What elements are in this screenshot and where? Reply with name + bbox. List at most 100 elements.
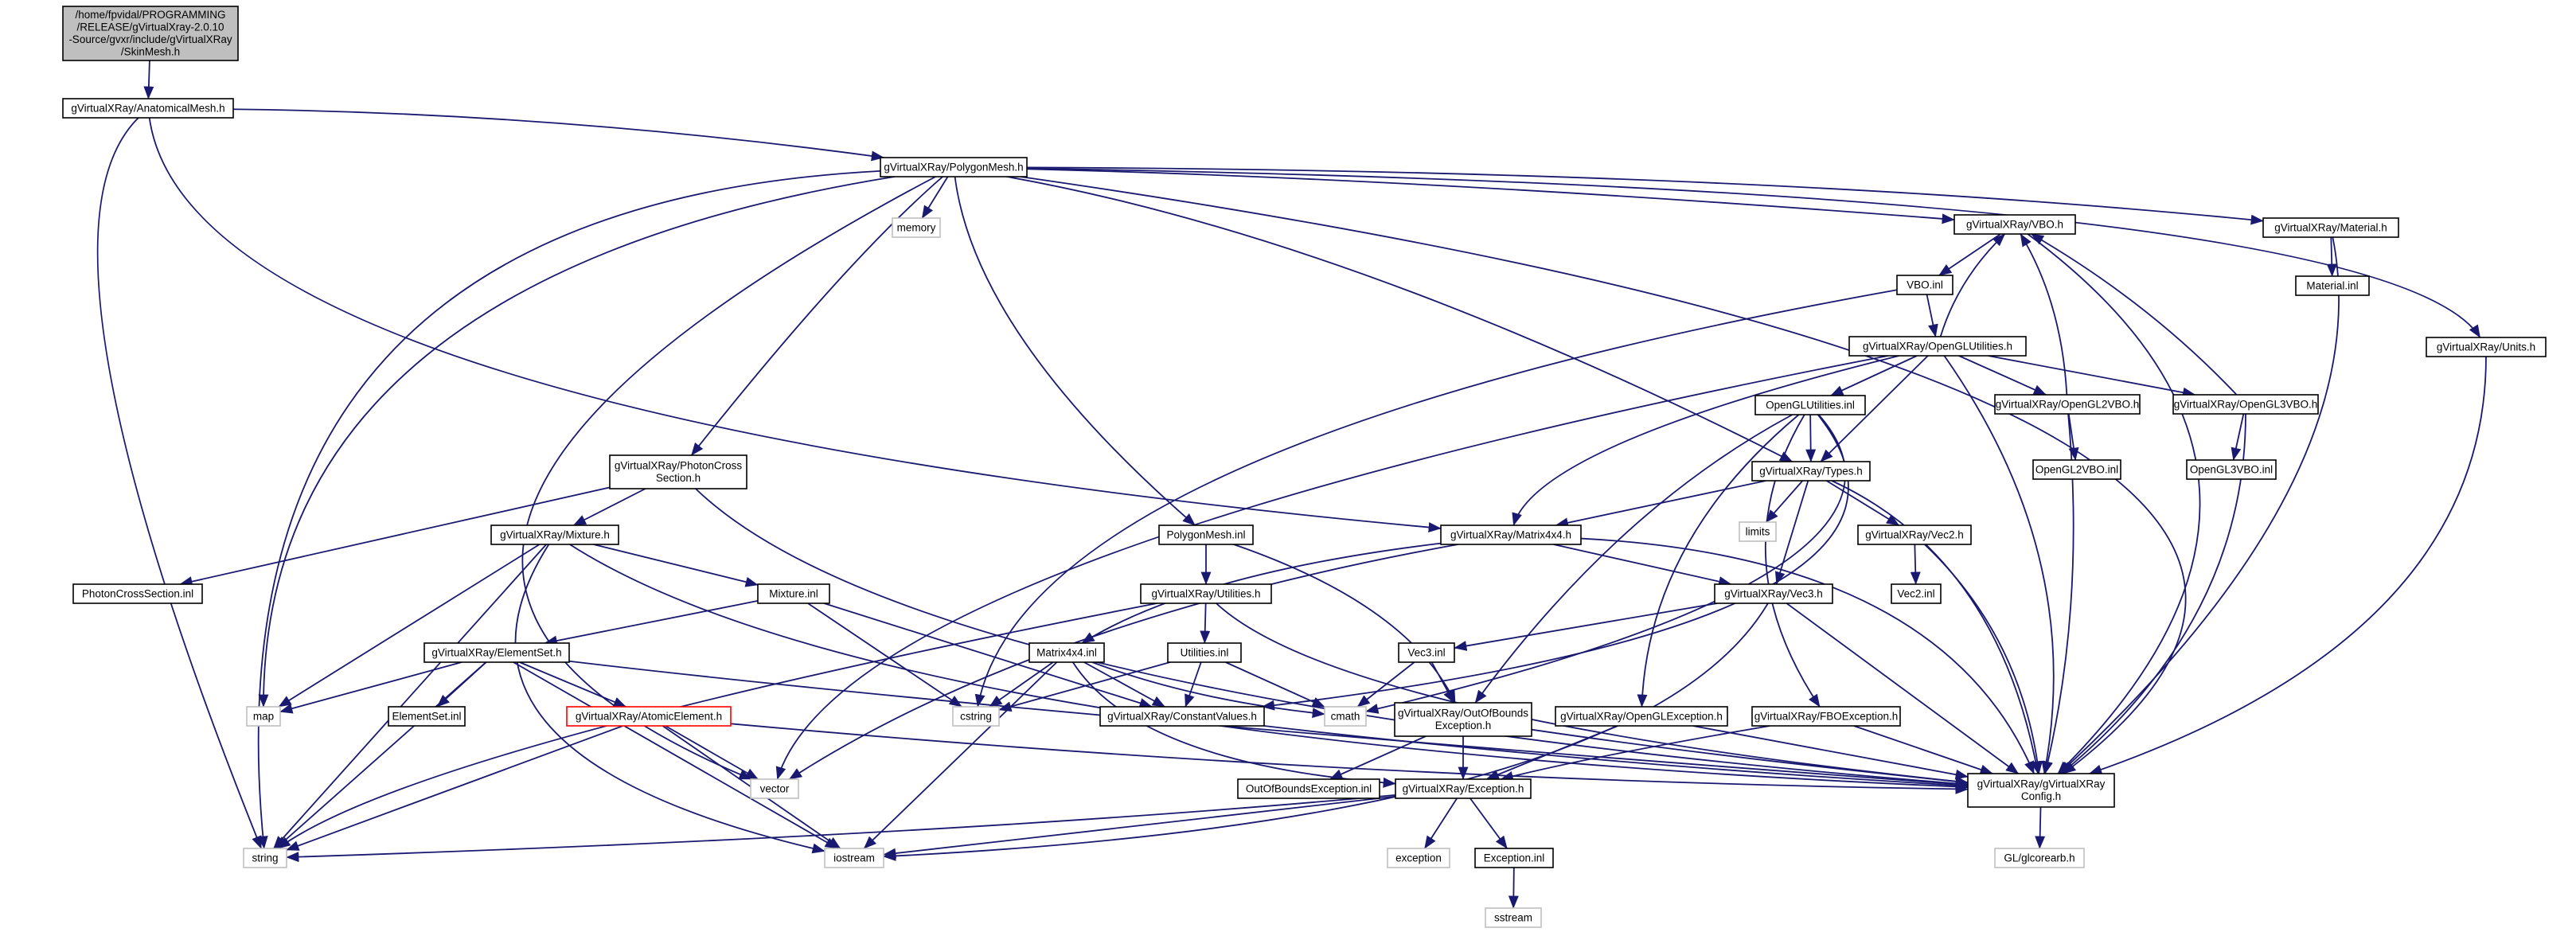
node-label: gVirtualXRay/OpenGLException.h: [1560, 710, 1723, 722]
edge-units_h-to-config_h: [2089, 356, 2487, 775]
node-photoncross_h[interactable]: gVirtualXRay/PhotonCrossSection.h: [609, 454, 747, 489]
node-label: PhotonCrossSection.inl: [82, 587, 193, 599]
node-outofbounds_inl[interactable]: OutOfBoundsException.inl: [1237, 778, 1380, 799]
node-box: [824, 848, 884, 868]
node-label: /RELEASE/gVirtualXray-2.0.10: [76, 21, 224, 33]
node-units_h[interactable]: gVirtualXRay/Units.h: [2426, 337, 2547, 357]
node-label: gVirtualXRay/Matrix4x4.h: [1450, 528, 1571, 540]
node-matrix4x4_inl[interactable]: Matrix4x4.inl: [1028, 642, 1105, 663]
edge-material_h-to-config_h: [2059, 236, 2340, 774]
node-fboexception_h[interactable]: gVirtualXRay/FBOException.h: [1751, 706, 1901, 727]
node-label: gVirtualXRay/Vec3.h: [1724, 587, 1823, 599]
node-mixture_inl[interactable]: Mixture.inl: [757, 583, 830, 604]
node-label: GL/glcorearb.h: [2004, 852, 2074, 864]
node-opengl2vbo_h[interactable]: gVirtualXRay/OpenGL2VBO.h: [1994, 394, 2141, 415]
node-label: OpenGL3VBO.inl: [2190, 463, 2273, 475]
edge-polygonmesh_h-to-polygonmesh_inl: [954, 176, 1196, 526]
node-label: gVirtualXRay/ConstantValues.h: [1107, 710, 1257, 722]
edge-polygonmesh_h-to-string: [257, 170, 881, 849]
edge-matrix4x4_inl-to-cstring: [989, 661, 1054, 708]
node-label: Material.inl: [2306, 279, 2358, 291]
node-elementset_h[interactable]: gVirtualXRay/ElementSet.h: [423, 642, 570, 663]
node-vec2_inl[interactable]: Vec2.inl: [1891, 583, 1942, 604]
node-material_inl[interactable]: Material.inl: [2295, 275, 2370, 296]
node-opengl3vbo_inl[interactable]: OpenGL3VBO.inl: [2186, 459, 2277, 480]
node-label: cstring: [960, 710, 992, 722]
node-openglexception_h[interactable]: gVirtualXRay/OpenGLException.h: [1555, 706, 1728, 727]
node-mixture_h[interactable]: gVirtualXRay/Mixture.h: [490, 524, 619, 545]
node-utilities_h[interactable]: gVirtualXRay/Utilities.h: [1140, 583, 1272, 604]
edge-openglutilities_inl-to-constantvalues_h: [1261, 414, 1849, 711]
node-atomicelement_h[interactable]: gVirtualXRay/AtomicElement.h: [566, 706, 732, 727]
node-anatomicalmesh[interactable]: gVirtualXRay/AnatomicalMesh.h: [62, 98, 234, 119]
node-box: [243, 848, 287, 868]
node-label: memory: [897, 221, 936, 233]
node-box: [388, 706, 466, 727]
node-box: [1440, 524, 1582, 545]
node-exception_inl[interactable]: Exception.inl: [1474, 848, 1554, 868]
node-label: sstream: [1494, 911, 1532, 923]
node-label: gVirtualXRay/OpenGL2VBO.h: [1996, 398, 2140, 410]
edge-matrix4x4_h-to-vector: [788, 544, 1458, 780]
node-types_h[interactable]: gVirtualXRay/Types.h: [1751, 461, 1871, 482]
node-opengl3vbo_h[interactable]: gVirtualXRay/OpenGL3VBO.h: [2172, 394, 2319, 415]
node-matrix4x4_h[interactable]: gVirtualXRay/Matrix4x4.h: [1440, 524, 1582, 545]
node-string: string: [243, 848, 287, 868]
edge-mixture_h-to-config_h: [569, 544, 1969, 792]
node-label: /home/fpvidal/PROGRAMMING: [75, 9, 225, 21]
node-openglutilities_inl[interactable]: OpenGLUtilities.inl: [1754, 395, 1866, 415]
node-box: [1237, 778, 1380, 799]
node-vec3_inl[interactable]: Vec3.inl: [1398, 642, 1455, 663]
node-vbo_inl[interactable]: VBO.inl: [1896, 275, 1953, 295]
node-label: gVirtualXRay/OpenGLUtilities.h: [1863, 340, 2012, 352]
node-skinmesh[interactable]: /home/fpvidal/PROGRAMMING/RELEASE/gVirtu…: [62, 6, 239, 61]
node-box: [1896, 275, 1953, 295]
node-label: map: [253, 710, 274, 722]
edge-matrix4x4_inl-to-exception_h: [1071, 661, 1396, 788]
edge-mixture_h-to-iostream: [514, 544, 825, 854]
edge-openglutilities_h-to-config_h: [1943, 355, 2055, 774]
edge-utilities_inl-to-cmath: [1225, 661, 1325, 708]
edge-mixture_h-to-map: [278, 544, 541, 708]
node-label: -Source/gvxr/include/gVirtualXRay: [68, 33, 232, 45]
node-label: gVirtualXRay/FBOException.h: [1754, 710, 1899, 722]
edge-openglutilities_inl-to-fboexception_h: [1764, 414, 1821, 708]
node-vec3_h[interactable]: gVirtualXRay/Vec3.h: [1714, 583, 1833, 604]
node-elementset_inl[interactable]: ElementSet.inl: [388, 706, 466, 727]
node-outofbounds_h[interactable]: gVirtualXRay/OutOfBoundsException.h: [1394, 702, 1532, 737]
node-label: Vec2.inl: [1897, 587, 1934, 599]
node-openglutilities_h[interactable]: gVirtualXRay/OpenGLUtilities.h: [1848, 336, 2027, 357]
edge-polygonmesh_inl-to-outofbounds_h: [1233, 544, 1456, 704]
node-label: Config.h: [2021, 790, 2061, 802]
edge-atomicelement_h-to-vector: [665, 725, 759, 780]
node-box: [2295, 275, 2370, 296]
node-constantvalues_h[interactable]: gVirtualXRay/ConstantValues.h: [1099, 706, 1265, 727]
node-opengl2vbo_inl[interactable]: OpenGL2VBO.inl: [2032, 459, 2121, 480]
edge-polygonmesh_h-to-types_h: [1006, 176, 1793, 462]
node-vbo_h[interactable]: gVirtualXRay/VBO.h: [1953, 214, 2076, 235]
edge-photoncross_h-to-mixture_h: [572, 488, 646, 526]
node-box: [1739, 521, 1777, 542]
edge-openglexception_h-to-config_h: [1692, 725, 1969, 780]
edge-polygonmesh_h-to-units_h: [1026, 167, 2481, 338]
node-exception_h[interactable]: gVirtualXRay/Exception.h: [1395, 778, 1532, 799]
node-label: Exception.h: [1435, 719, 1492, 731]
node-material_h[interactable]: gVirtualXRay/Material.h: [2262, 217, 2399, 238]
node-utilities_inl[interactable]: Utilities.inl: [1167, 642, 1242, 663]
node-polygonmesh_inl[interactable]: PolygonMesh.inl: [1158, 524, 1254, 545]
node-box: [1848, 336, 2027, 357]
node-vec2_h[interactable]: gVirtualXRay/Vec2.h: [1857, 524, 1972, 545]
edge-vec3_h-to-config_h: [1786, 602, 2020, 774]
edge-constantvalues_h-to-config_h: [1263, 725, 1969, 791]
node-box: [609, 454, 747, 489]
edge-openglutilities_h-to-opengl3vbo_h: [1988, 355, 2196, 398]
node-polygonmesh_h[interactable]: gVirtualXRay/PolygonMesh.h: [880, 157, 1028, 177]
edge-polygonmesh_h-to-map: [258, 176, 895, 708]
edge-vec3_h-to-vec3_inl: [1454, 602, 1718, 651]
edge-vbo_inl-to-openglutilities_h: [1926, 294, 1938, 337]
edge-openglutilities_h-to-opengl2vbo_h: [1958, 355, 2047, 396]
node-photoncross_inl[interactable]: PhotonCrossSection.inl: [72, 583, 203, 604]
node-label: gVirtualXRay/AtomicElement.h: [576, 710, 722, 722]
edge-vbo_h-to-vbo_inl: [1938, 233, 2001, 276]
